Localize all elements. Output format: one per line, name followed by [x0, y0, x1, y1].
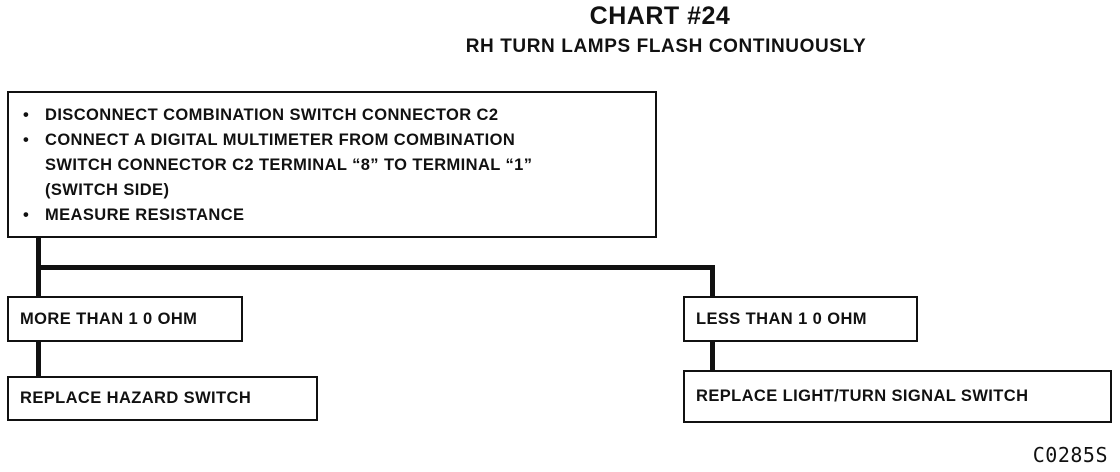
- test-procedure-box: • DISCONNECT COMBINATION SWITCH CONNECTO…: [7, 91, 657, 238]
- result-label-more-than: MORE THAN 1 0 OHM: [20, 309, 198, 328]
- step-item: • CONNECT A DIGITAL MULTIMETER FROM COMB…: [21, 128, 645, 203]
- step-text: SWITCH CONNECTOR C2 TERMINAL “8” TO TERM…: [45, 156, 533, 174]
- step-text: DISCONNECT COMBINATION SWITCH CONNECTOR …: [45, 106, 499, 124]
- action-box-replace-turn-signal-switch: REPLACE LIGHT/TURN SIGNAL SWITCH: [683, 370, 1112, 423]
- connector-line-vertical-right-lower: [710, 340, 715, 372]
- chart-subtitle: RH TURN LAMPS FLASH CONTINUOUSLY: [465, 36, 867, 57]
- result-label-less-than: LESS THAN 1 0 OHM: [696, 309, 867, 328]
- step-text: CONNECT A DIGITAL MULTIMETER FROM COMBIN…: [45, 131, 516, 149]
- step-text: (SWITCH SIDE): [45, 181, 170, 199]
- step-item: • MEASURE RESISTANCE: [21, 203, 645, 228]
- test-steps-list: • DISCONNECT COMBINATION SWITCH CONNECTO…: [21, 103, 645, 228]
- step-text: MEASURE RESISTANCE: [45, 206, 245, 224]
- result-box-more-than: MORE THAN 1 0 OHM: [7, 296, 243, 342]
- connector-line-horizontal: [36, 265, 715, 270]
- action-label-replace-hazard-switch: REPLACE HAZARD SWITCH: [20, 389, 252, 407]
- chart-title: CHART #24: [589, 2, 731, 30]
- connector-line-vertical-left-lower: [36, 340, 41, 378]
- bullet: •: [23, 206, 30, 224]
- result-box-less-than: LESS THAN 1 0 OHM: [683, 296, 918, 342]
- bullet: •: [23, 106, 30, 124]
- step-item: • DISCONNECT COMBINATION SWITCH CONNECTO…: [21, 103, 645, 128]
- figure-id: C0285S: [1032, 443, 1108, 467]
- connector-line-vertical-right: [710, 265, 715, 298]
- bullet: •: [23, 131, 30, 149]
- action-label-replace-turn-signal-switch: REPLACE LIGHT/TURN SIGNAL SWITCH: [696, 387, 1029, 405]
- action-box-replace-hazard-switch: REPLACE HAZARD SWITCH: [7, 376, 318, 421]
